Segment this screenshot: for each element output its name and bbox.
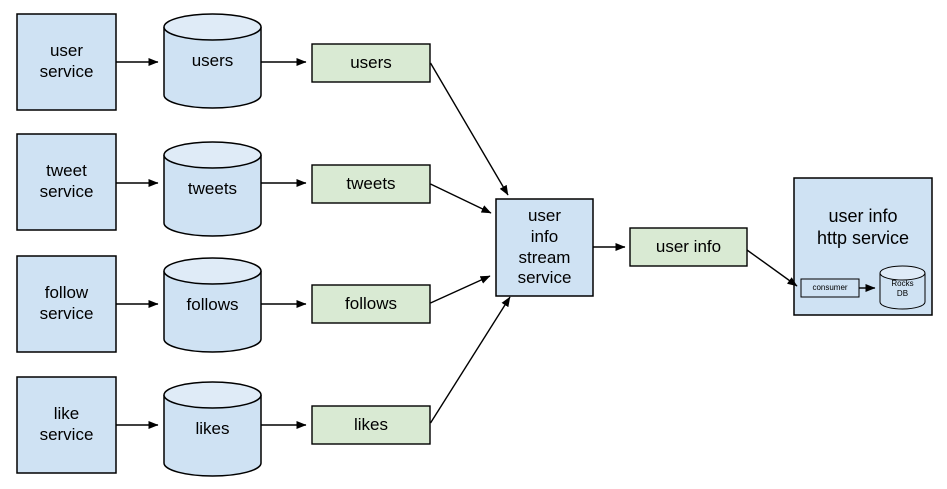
user-service-box	[16, 13, 117, 111]
likes-topic-box	[311, 405, 431, 445]
tweets-db-cylinder	[163, 141, 262, 237]
follows-db-cylinder	[163, 257, 262, 353]
arrow-likes-topic-to-stream	[429, 296, 511, 424]
follows-topic-box	[311, 284, 431, 324]
arrow-tweets-topic-to-stream	[430, 183, 492, 214]
consumer-box	[800, 278, 860, 298]
arrow-follows-topic-to-stream	[430, 275, 491, 304]
user-info-topic-box	[629, 227, 748, 267]
tweet-service-box	[16, 133, 117, 231]
like-service-box	[16, 376, 117, 474]
tweets-topic-box	[311, 164, 431, 204]
user-info-stream-service-box	[495, 198, 594, 297]
arrow-user-info-topic-to-consumer	[746, 249, 798, 287]
users-topic-box	[311, 43, 431, 83]
arrow-users-topic-to-stream	[429, 62, 509, 196]
rocks-db-cylinder	[879, 265, 926, 310]
likes-db-cylinder	[163, 381, 262, 477]
follow-service-box	[16, 255, 117, 353]
users-db-cylinder	[163, 13, 262, 109]
